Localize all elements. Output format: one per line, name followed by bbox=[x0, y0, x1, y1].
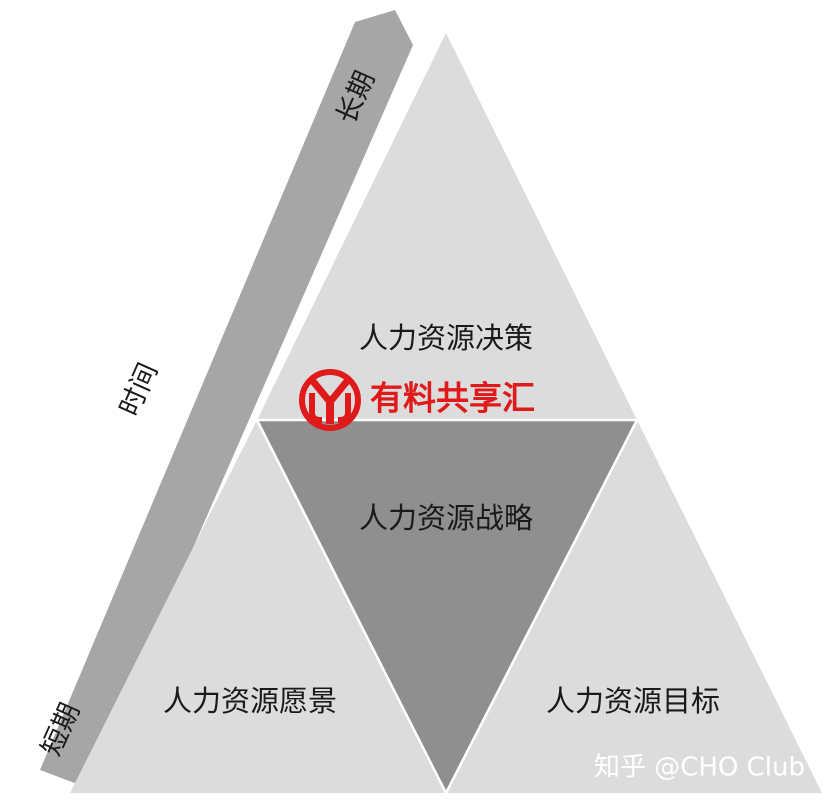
label-hr-goals: 人力资源目标 bbox=[546, 684, 720, 718]
brand-emblem-icon bbox=[299, 369, 361, 431]
zhihu-watermark: 知乎 @CHO Club bbox=[594, 753, 805, 783]
arrow-label-time: 时间 bbox=[114, 359, 164, 421]
label-hr-strategy: 人力资源战略 bbox=[359, 501, 533, 535]
time-arrow: 长期 时间 短期 bbox=[36, 10, 413, 788]
pyramid-left-triangle bbox=[70, 420, 446, 793]
label-hr-vision: 人力资源愿景 bbox=[163, 684, 337, 718]
pyramid-divider-lines bbox=[255, 418, 640, 796]
label-hr-decision: 人力资源决策 bbox=[359, 321, 533, 355]
time-arrow-band bbox=[40, 10, 413, 788]
pyramid: 人力资源决策 人力资源战略 人力资源愿景 人力资源目标 bbox=[70, 33, 822, 796]
pyramid-center-triangle bbox=[257, 420, 637, 793]
brand-logo: 有料共享汇 bbox=[299, 369, 535, 431]
pyramid-right-triangle bbox=[446, 420, 822, 793]
pyramid-top-triangle bbox=[257, 33, 637, 420]
brand-logo-text: 有料共享汇 bbox=[370, 379, 535, 418]
